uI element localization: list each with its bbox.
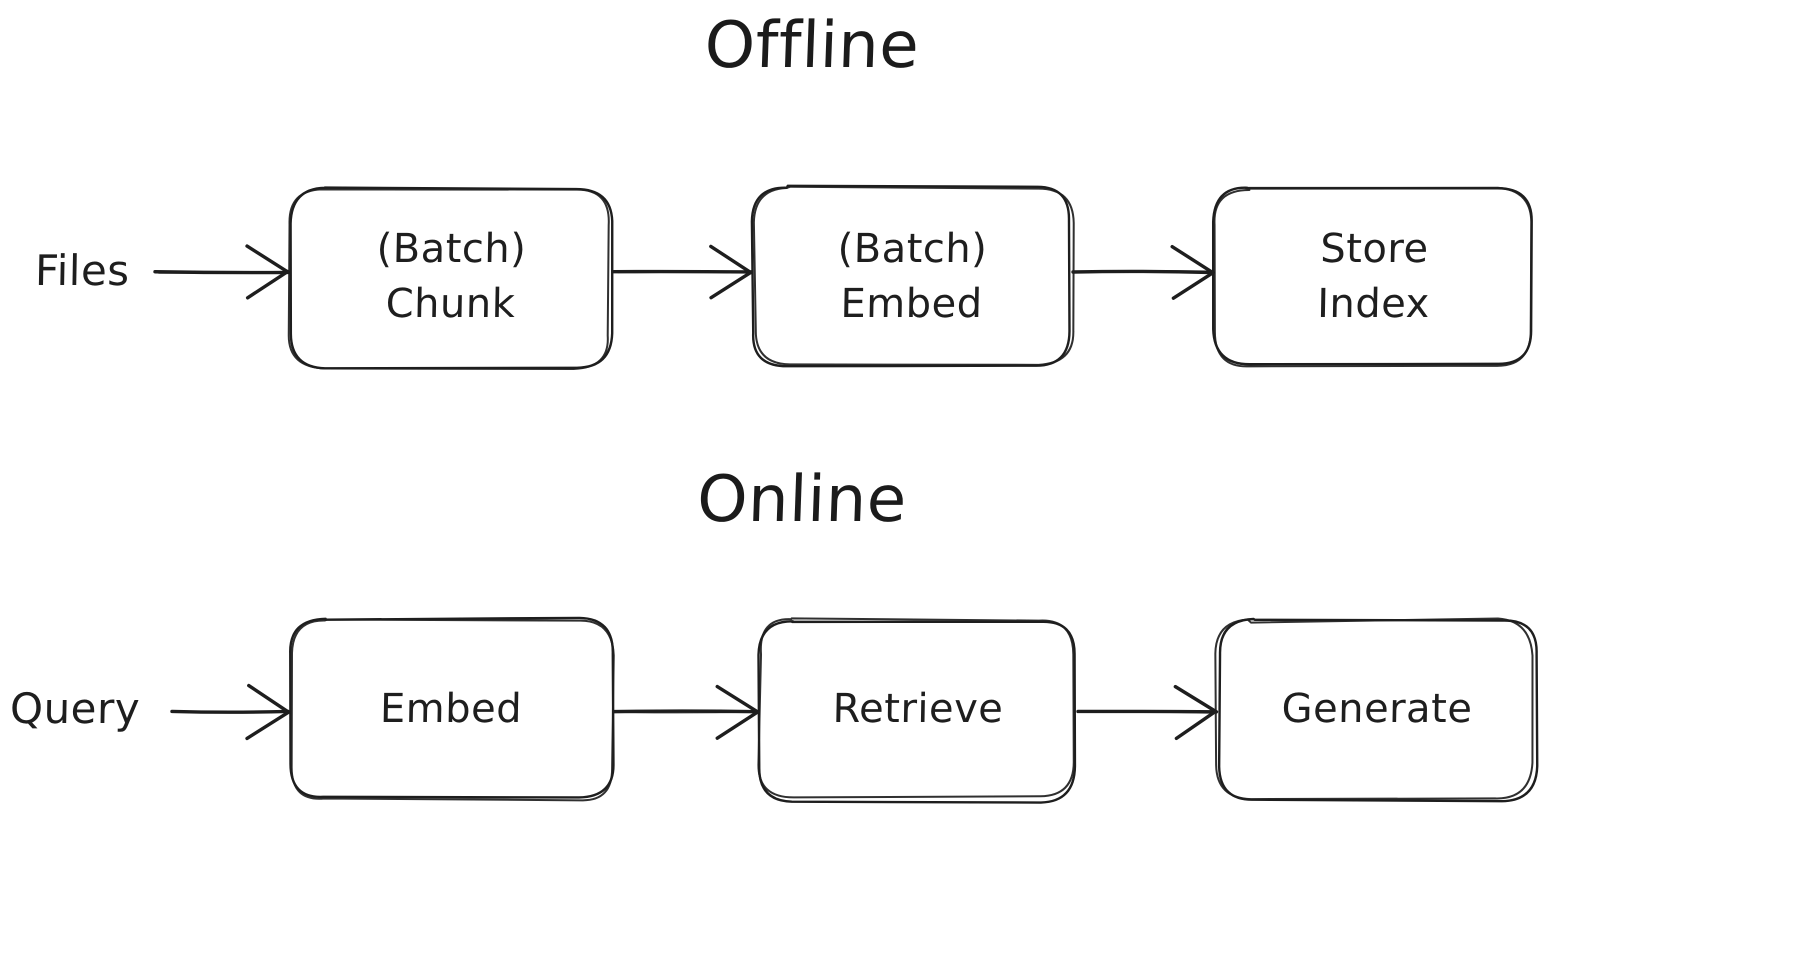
input-label-query: Query [9,684,141,733]
node-batch-chunk-line2: Chunk [385,281,516,327]
node-retrieve-line1: Retrieve [832,686,1004,733]
section-title-online: Online [695,463,909,537]
node-batch-chunk-label: (Batch) Chunk [288,188,613,366]
node-batch-embed-label: (Batch) Embed [751,188,1072,366]
node-store-index-label: Store Index [1213,188,1534,366]
node-retrieve-label: Retrieve [758,620,1077,800]
node-generate-label: Generate [1216,620,1537,800]
node-batch-embed-line1: (Batch) [837,225,988,272]
section-title-offline: Offline [703,9,921,83]
node-batch-chunk-line1: (Batch) [376,225,527,272]
node-store-index-line1: Store [1319,225,1430,272]
node-embed-line1: Embed [379,686,523,733]
node-store-index-line2: Index [1316,281,1431,327]
input-label-files: Files [34,246,131,295]
node-generate-line1: Generate [1281,686,1473,733]
node-embed-label: Embed [288,620,613,800]
node-batch-embed-line2: Embed [840,281,983,327]
